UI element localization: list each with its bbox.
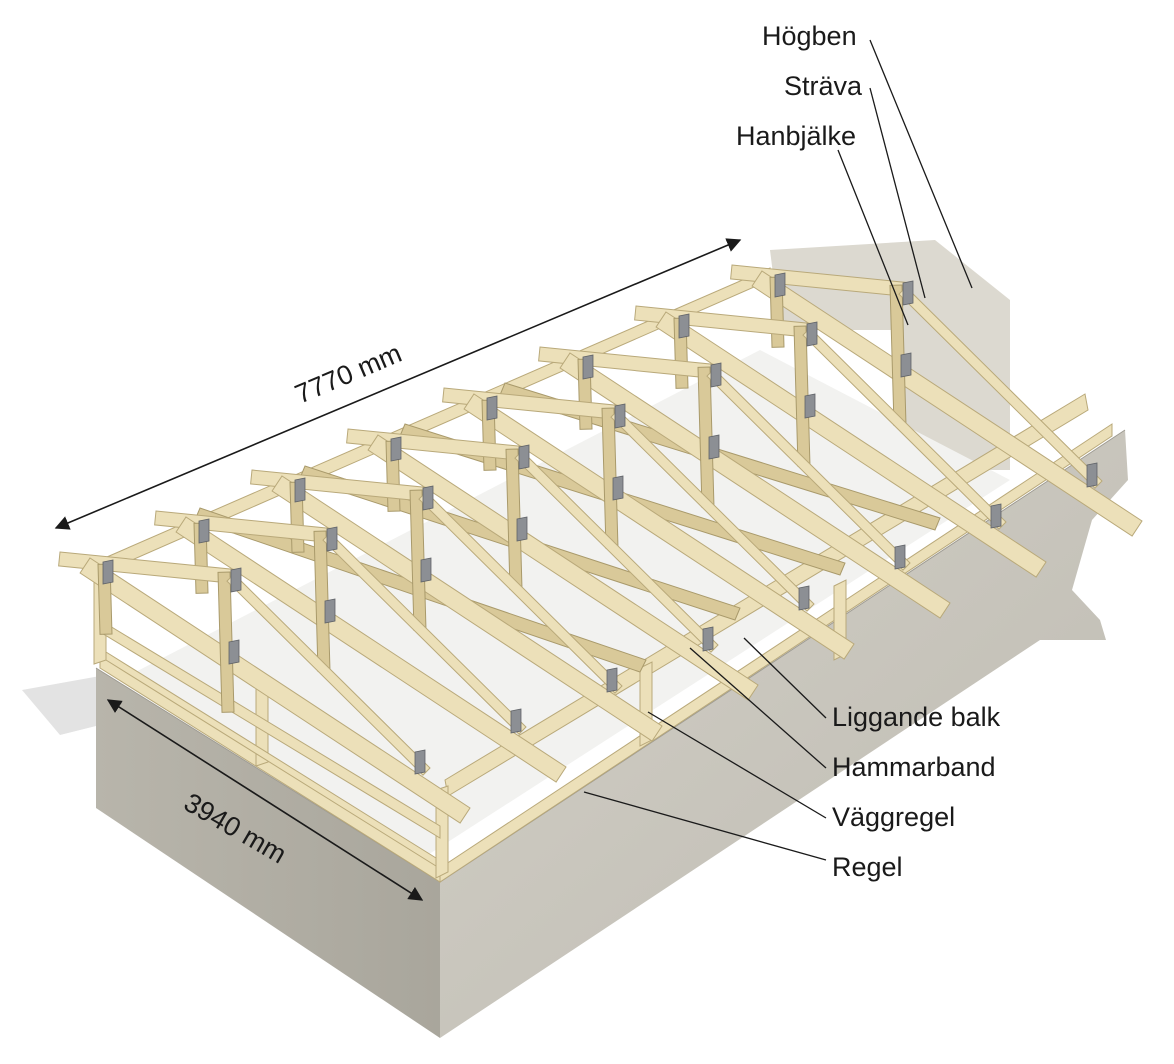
long-wall	[440, 430, 1128, 1038]
gusset-plate	[516, 516, 528, 542]
gusset-plate	[804, 393, 816, 419]
leader-hammarband	[689, 647, 827, 769]
gusset-plate	[420, 557, 432, 583]
leader-hogben	[869, 39, 973, 289]
gusset-plate	[774, 272, 786, 298]
truss-web	[802, 327, 1007, 530]
gusset-plate	[294, 477, 306, 503]
gusset-plate	[902, 280, 914, 306]
gusset-plate	[702, 626, 714, 652]
gusset-plate	[228, 639, 240, 665]
truss-rafter	[751, 270, 1143, 537]
label-hanbjalke: Hanbjälke	[736, 121, 856, 151]
label-liggande-balk: Liggande balk	[832, 702, 1001, 732]
gusset-plate	[414, 749, 426, 775]
gusset-plate	[678, 313, 690, 339]
truss-web	[898, 286, 1103, 489]
gusset-plate	[326, 526, 338, 552]
leader-vaggregel	[647, 711, 827, 819]
part-labels: Högben Sträva Hanbjälke Liggande balk Ha…	[736, 21, 1001, 882]
gusset-plate	[510, 708, 522, 734]
gusset-plate	[198, 518, 210, 544]
label-hogben: Högben	[762, 21, 857, 51]
length-arrow	[54, 238, 742, 530]
gusset-plate	[798, 585, 810, 611]
length-dimension-label: 7770 mm	[291, 338, 406, 410]
gusset-plate	[606, 667, 618, 693]
gusset-plate	[806, 321, 818, 347]
gusset-plate	[582, 354, 594, 380]
gusset-plate	[1086, 462, 1098, 488]
leader-regel	[583, 791, 827, 861]
leader-hanbjalke	[837, 149, 909, 326]
gusset-plate	[486, 395, 498, 421]
gusset-plate	[708, 434, 720, 460]
gusset-plate	[230, 567, 242, 593]
gusset-plate	[614, 403, 626, 429]
truss-web	[322, 532, 527, 735]
leader-liggande-balk	[743, 637, 827, 719]
ground-shadow	[22, 676, 120, 735]
width-arrow	[106, 699, 424, 901]
label-strava: Sträva	[784, 71, 863, 101]
label-regel: Regel	[832, 852, 903, 882]
gusset-plate	[710, 362, 722, 388]
gusset-plate	[612, 475, 624, 501]
gusset-plate	[894, 544, 906, 570]
gusset-plate	[518, 444, 530, 470]
leader-strava	[869, 87, 926, 299]
label-vaggregel: Väggregel	[832, 802, 955, 832]
gusset-plate	[990, 503, 1002, 529]
gusset-plate	[102, 559, 114, 585]
gusset-plate	[390, 436, 402, 462]
gusset-plate	[324, 598, 336, 624]
label-hammarband: Hammarband	[832, 752, 996, 782]
gusset-plate	[900, 352, 912, 378]
leader-lines	[583, 39, 973, 861]
gusset-plate	[422, 485, 434, 511]
